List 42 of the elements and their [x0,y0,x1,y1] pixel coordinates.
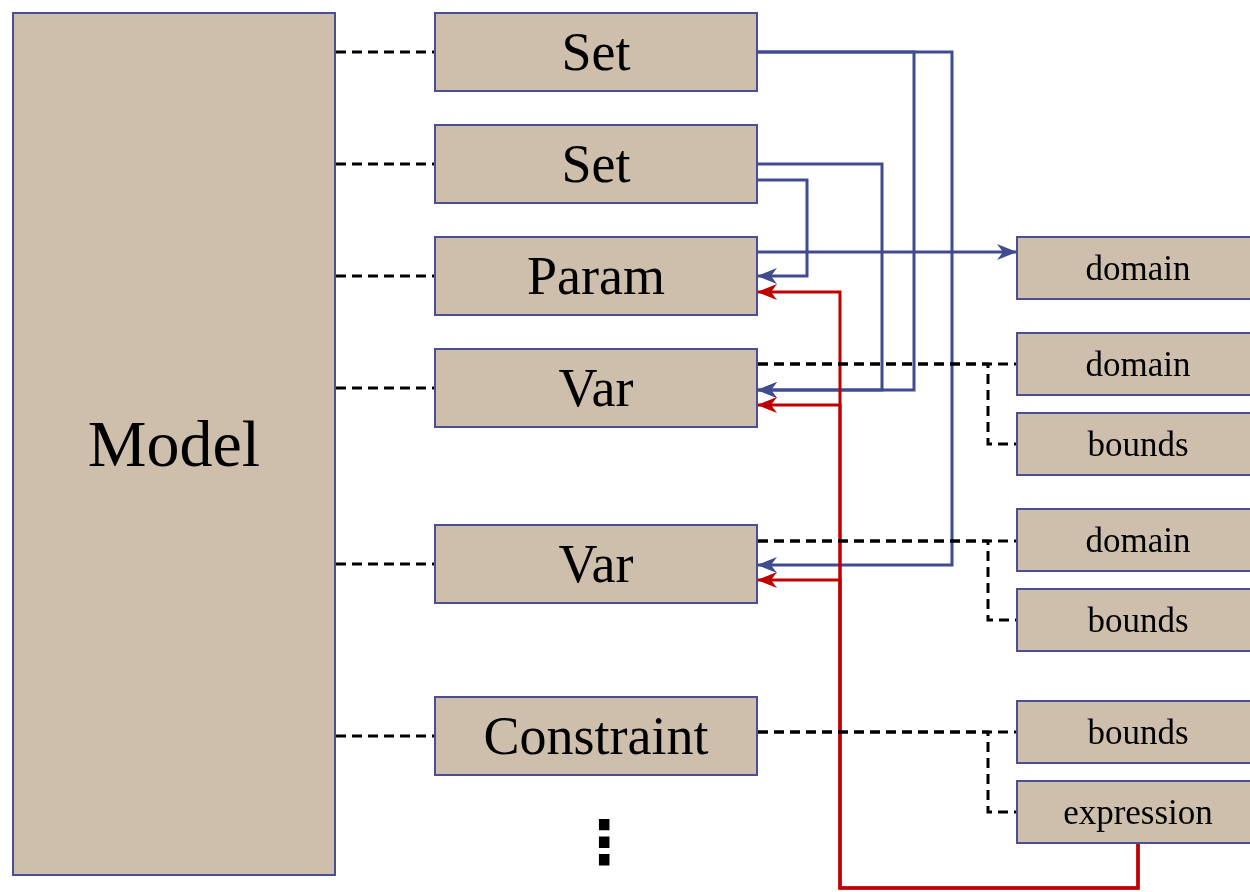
component-box [434,12,758,92]
box-label: Param [527,249,665,303]
component-box [1016,412,1250,476]
dashed-connector [758,730,1016,814]
arrow [757,50,954,573]
component-box [434,524,758,604]
component-box [1016,236,1250,300]
component-box [12,12,336,876]
component-box [434,236,758,316]
box-label: Var [558,537,634,591]
component-box [1016,588,1250,652]
ellipsis-mark: ⋮ [574,812,634,872]
box-label: domain [1085,250,1191,286]
box-label: bounds [1087,426,1189,462]
dashed-connector [336,274,434,278]
dashed-connector [336,562,434,566]
component-box [434,124,758,204]
box-label: Set [561,137,631,191]
dashed-connector [336,734,434,738]
arrow [757,572,1140,890]
dashed-connector [336,50,434,54]
component-box [1016,332,1250,396]
dashed-connector [336,162,434,166]
component-box [1016,700,1250,764]
box-label: domain [1085,522,1191,558]
box-label: bounds [1087,602,1189,638]
arrow [757,178,809,284]
box-label: bounds [1087,714,1189,750]
component-box [1016,780,1250,844]
box-label: domain [1085,346,1191,382]
dashed-connector [336,386,434,390]
component-box [1016,508,1250,572]
component-box [434,696,758,776]
dashed-connector [758,362,1016,446]
box-label: expression [1063,794,1213,830]
box-label: Model [87,411,261,477]
component-box [434,348,758,428]
arrow [757,162,884,398]
arrow [758,244,1017,260]
box-label: Set [561,25,631,79]
box-label: Constraint [483,709,709,763]
box-label: Var [558,361,634,415]
